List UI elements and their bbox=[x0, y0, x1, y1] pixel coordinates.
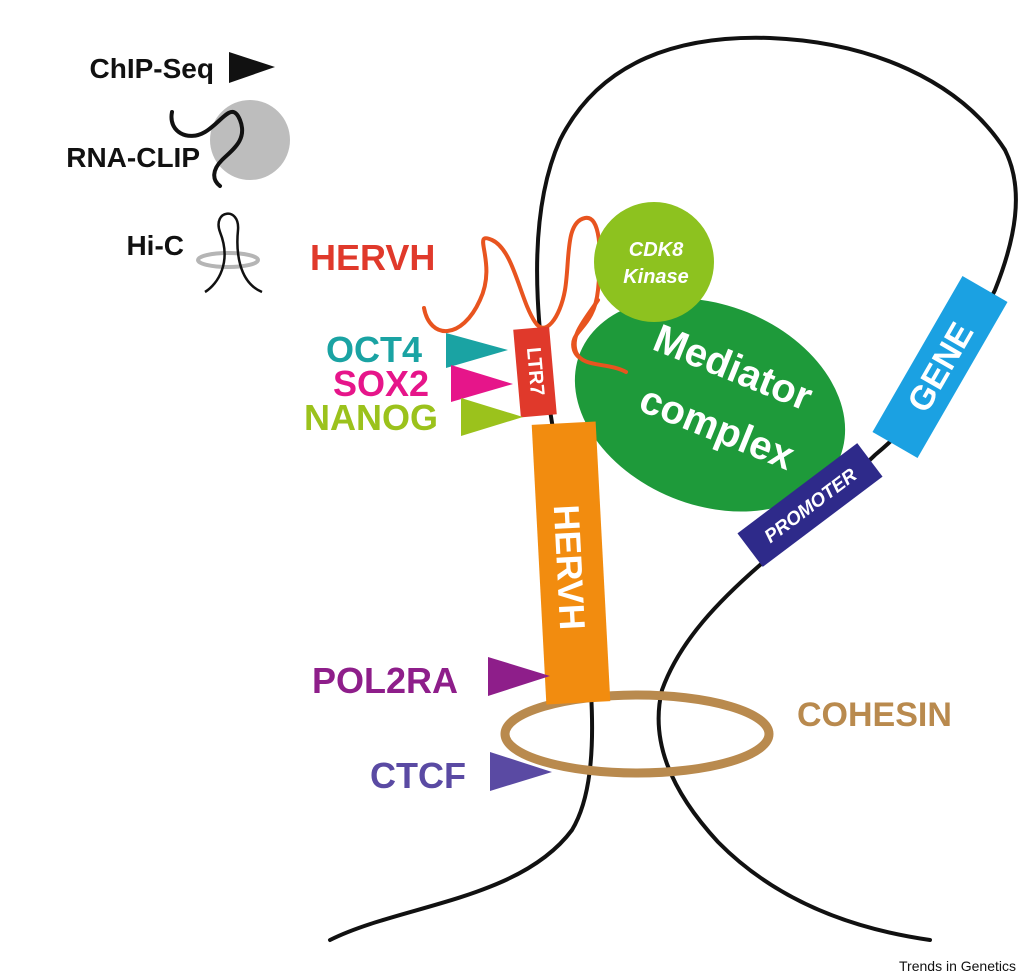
legend: ChIP-Seq RNA-CLIP Hi-C bbox=[66, 52, 290, 294]
cohesin-label: COHESIN bbox=[797, 696, 952, 734]
oct4-arrowhead-icon bbox=[446, 333, 508, 368]
cdk8-label-line2: Kinase bbox=[623, 266, 689, 288]
journal-credit: Trends in Genetics bbox=[899, 958, 1016, 974]
hi-c-loop-icon bbox=[196, 212, 263, 294]
legend-chipseq-label: ChIP-Seq bbox=[90, 53, 214, 84]
hervh-element: HERVH bbox=[531, 421, 611, 705]
gene-element: GENE bbox=[872, 276, 1008, 458]
legend-rnaclip-label: RNA-CLIP bbox=[66, 142, 200, 173]
sox2-label: SOX2 bbox=[333, 363, 429, 404]
chipseq-arrowhead-icon bbox=[229, 52, 275, 83]
hervh-rna-tail bbox=[572, 298, 628, 374]
nanog-arrowhead-icon bbox=[461, 398, 523, 436]
hervh-element-label: HERVH bbox=[546, 504, 594, 631]
nanog-label: NANOG bbox=[304, 397, 438, 438]
ctcf-arrowhead-icon bbox=[490, 752, 552, 791]
oct4-label: OCT4 bbox=[326, 329, 422, 370]
hervh-rna-label: HERVH bbox=[310, 237, 435, 278]
sox2-arrowhead-icon bbox=[451, 365, 513, 402]
cohesin-ring bbox=[500, 690, 774, 778]
cdk8-label-line1: CDK8 bbox=[629, 239, 684, 261]
ltr7-label: LTR7 bbox=[522, 346, 548, 396]
rna-clip-icon bbox=[169, 100, 290, 188]
legend-hic-label: Hi-C bbox=[126, 230, 184, 261]
ltr7-element: LTR7 bbox=[513, 326, 557, 418]
cdk8-kinase: CDK8 Kinase bbox=[594, 202, 714, 322]
pol2ra-label: POL2RA bbox=[312, 660, 458, 701]
ctcf-label: CTCF bbox=[370, 755, 466, 796]
pol2ra-arrowhead-icon bbox=[488, 657, 550, 696]
